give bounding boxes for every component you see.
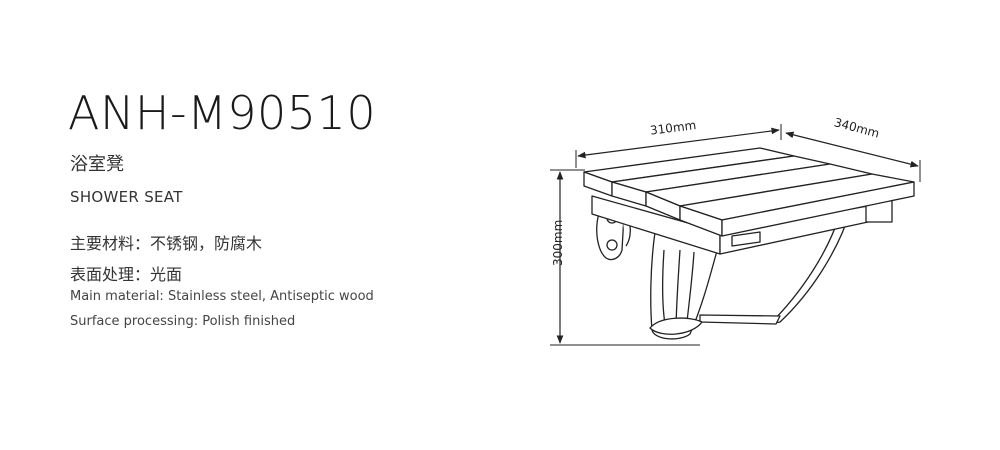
height-dimension: 300mm bbox=[550, 169, 700, 346]
height-label: 300mm bbox=[551, 220, 565, 266]
material-en: Main material: Stainless steel, Antisept… bbox=[70, 289, 374, 304]
seat-frame bbox=[591, 195, 893, 255]
shower-seat-drawing: 310mm 340mm 300mm bbox=[550, 115, 921, 346]
support-leg bbox=[649, 211, 851, 340]
product-name-en: SHOWER SEAT bbox=[70, 188, 183, 206]
surface-cn: 表面处理：光面 bbox=[70, 265, 183, 284]
material-cn: 主要材料：不锈钢，防腐木 bbox=[70, 234, 263, 253]
width-dimension: 310mm bbox=[575, 118, 782, 168]
product-name-cn: 浴室凳 bbox=[70, 154, 124, 175]
width-label: 310mm bbox=[649, 118, 697, 138]
seat-slats bbox=[583, 147, 915, 237]
depth-label: 340mm bbox=[833, 115, 881, 141]
model-number: ANH-M90510 bbox=[68, 86, 377, 140]
surface-en: Surface processing: Polish finished bbox=[70, 314, 296, 329]
